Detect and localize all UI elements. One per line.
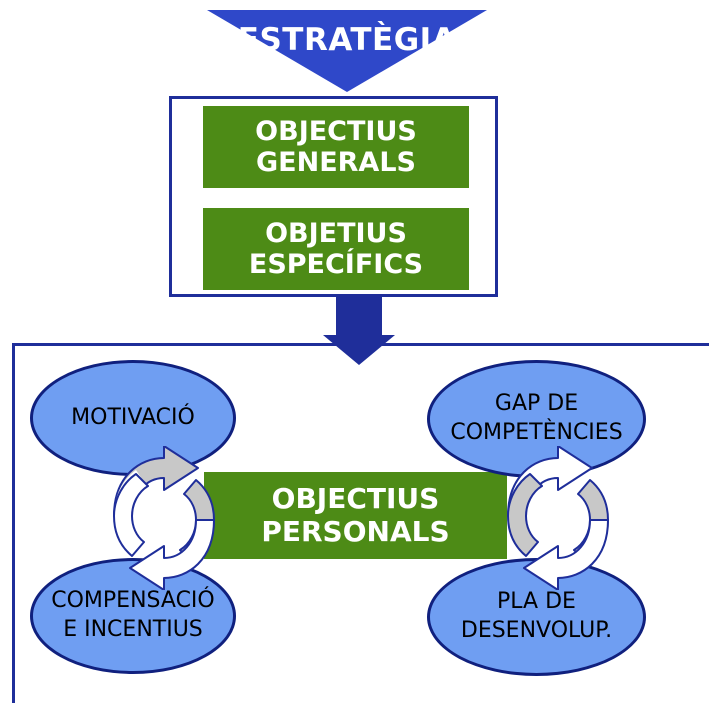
personal-objectives-frame	[12, 343, 709, 703]
competency-gap-line-2: COMPETÈNCIES	[450, 420, 623, 445]
general-objectives-box: OBJECTIUS GENERALS	[203, 106, 469, 188]
specific-objectives-line-2: ESPECÍFICS	[248, 249, 424, 280]
left-cycle-arrows-icon	[113, 446, 215, 590]
specific-objectives-box: OBJETIUS ESPECÍFICS	[203, 208, 469, 290]
motivation-label: MOTIVACIÓ	[71, 404, 195, 430]
general-objectives-line-1: OBJECTIUS	[255, 115, 417, 147]
down-arrow-icon	[323, 297, 395, 365]
development-plan-line-2: DESENVOLUP.	[460, 618, 613, 643]
compensation-ellipse: COMPENSACIÓ E INCENTIUS	[30, 558, 236, 674]
motivation-ellipse: MOTIVACIÓ	[30, 360, 236, 476]
personal-objectives-box: OBJECTIUS PERSONALS	[204, 472, 507, 559]
development-plan-line-1: PLA DE	[497, 589, 576, 615]
strategy-label: ESTRATÈGIA	[237, 22, 457, 58]
right-cycle-arrows-icon	[507, 446, 609, 590]
compensation-line-2: E INCENTIUS	[63, 617, 203, 642]
strategy-triangle	[207, 10, 487, 92]
personal-objectives-line-2: PERSONALS	[261, 514, 450, 548]
specific-objectives-line-1: OBJETIUS	[265, 217, 407, 249]
general-objectives-line-2: GENERALS	[256, 147, 416, 178]
competency-gap-ellipse: GAP DE COMPETÈNCIES	[427, 360, 646, 478]
compensation-line-1: COMPENSACIÓ	[51, 588, 215, 614]
competency-gap-line-1: GAP DE	[494, 391, 579, 417]
personal-objectives-line-1: OBJECTIUS	[271, 482, 440, 516]
